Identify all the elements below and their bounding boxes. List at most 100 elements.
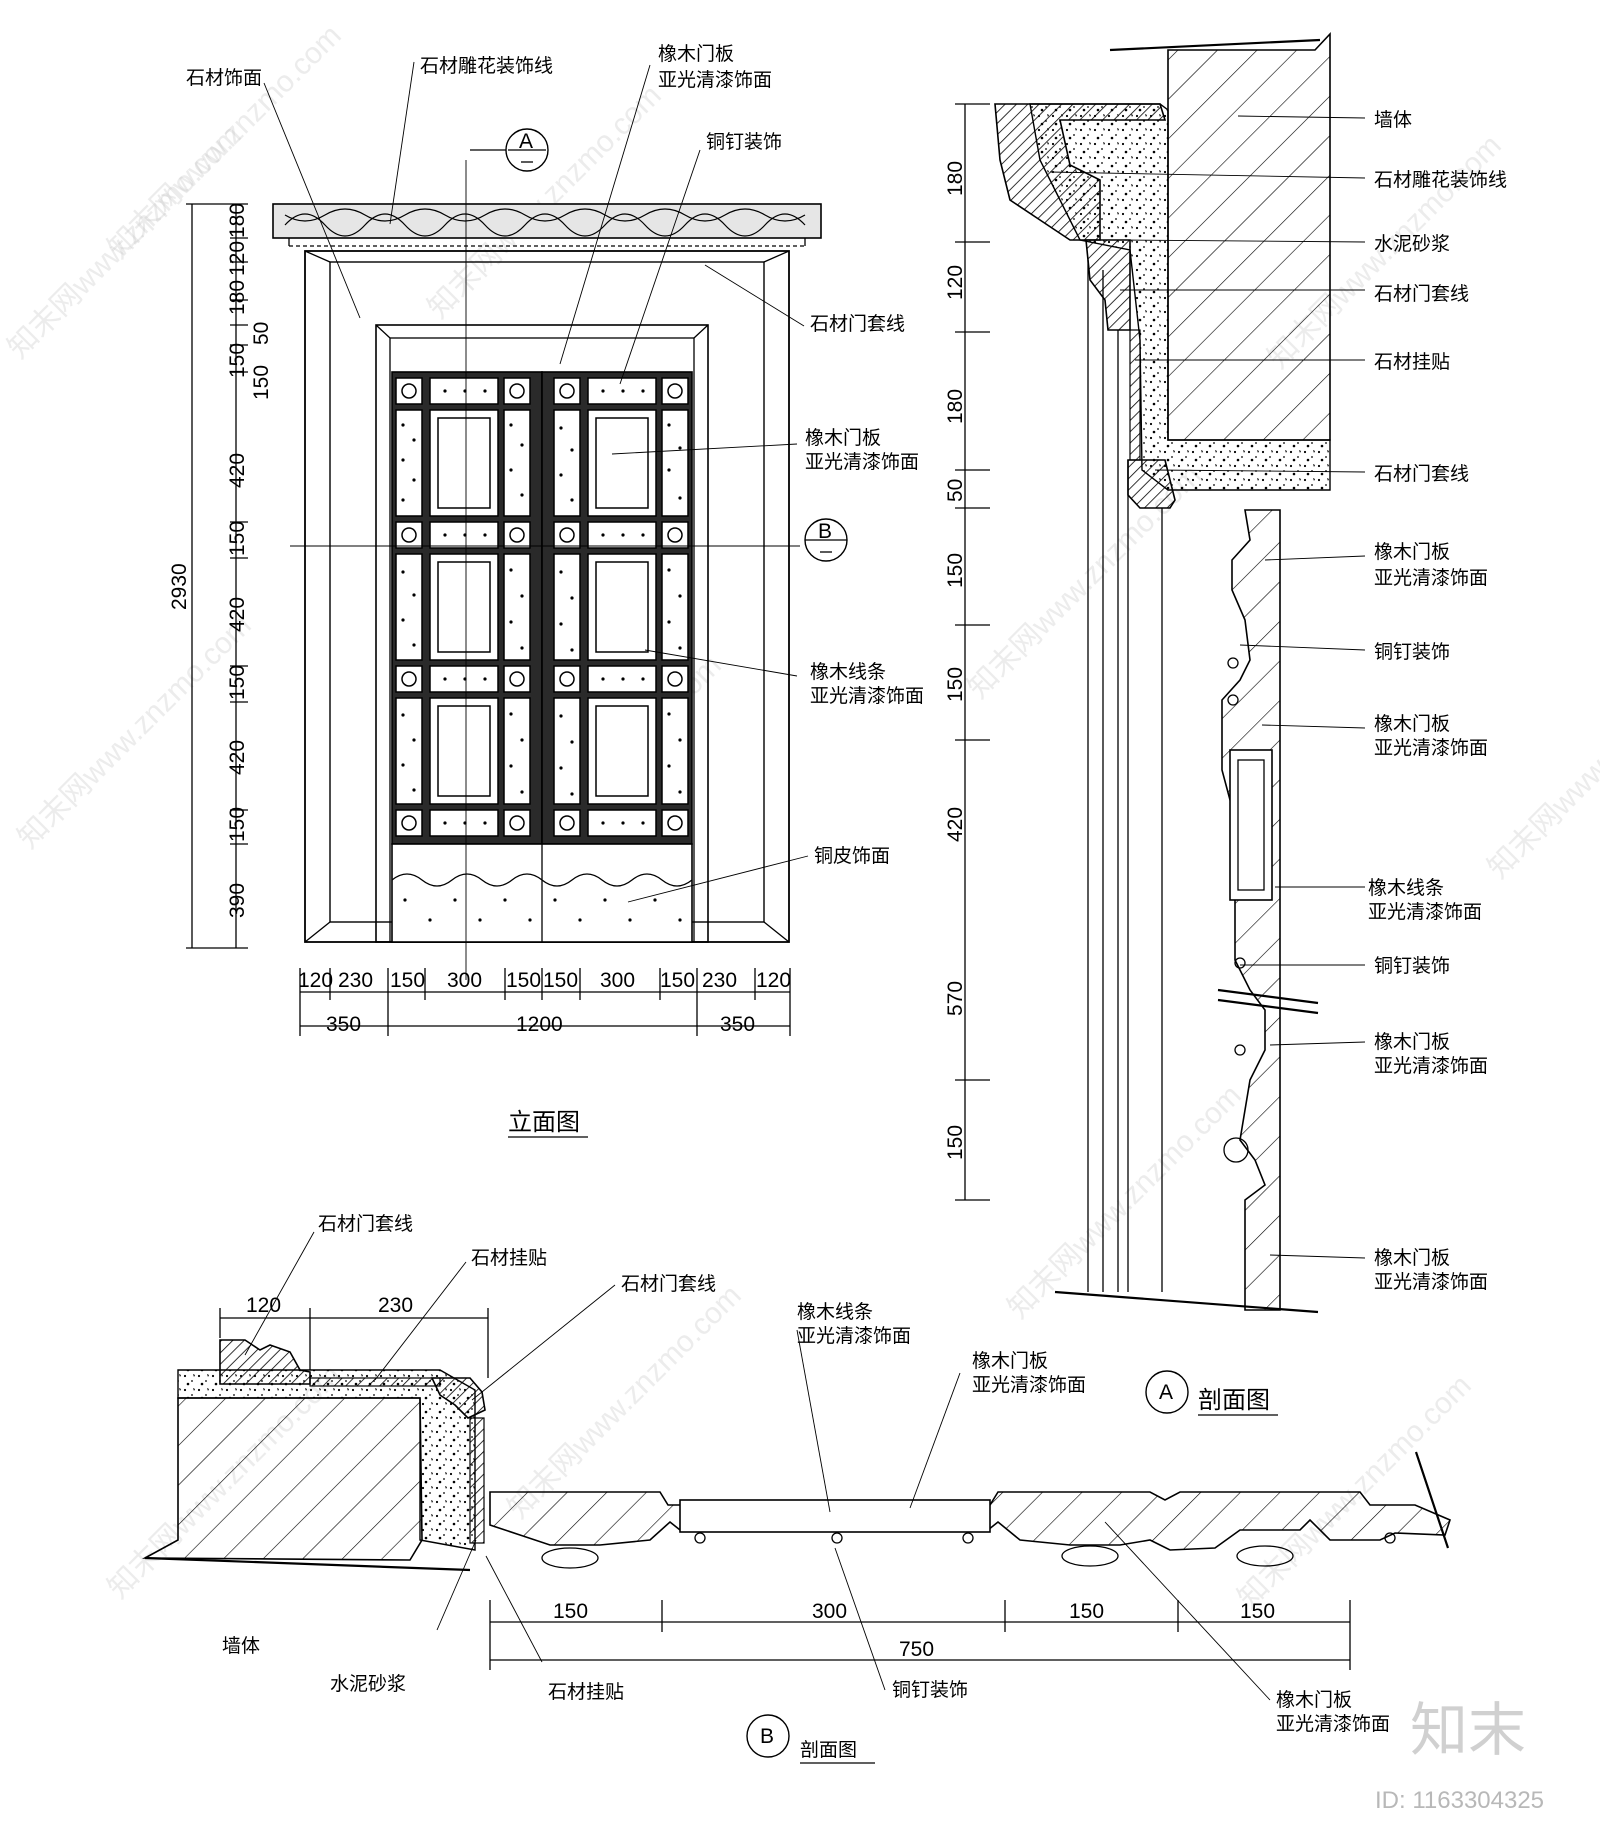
label-oak-panel-b1: 橡木门板: [805, 427, 881, 449]
section-b-mark-letter: B: [760, 1725, 774, 1748]
section-a-oak-strip: [1229, 749, 1273, 901]
copper-nail-dots: [401, 389, 682, 825]
label-b-wall: 墙体: [222, 1635, 260, 1657]
section-a-title-mark: A 剖面图: [1145, 1370, 1278, 1416]
label-a-stone-frame-1: 石材门套线: [1374, 283, 1469, 305]
label-a-carved-line: 石材雕花装饰线: [1374, 169, 1507, 191]
dim-left-4: 150: [226, 343, 249, 378]
label-a-oak-strip-b: 亚光清漆饰面: [1368, 901, 1482, 923]
dim-a-4: 150: [944, 553, 967, 588]
section-b-view: 石材门套线 石材挂贴 石材门套线 橡木线条 亚光清漆饰面 橡木门板 亚光清漆饰面…: [141, 1213, 1451, 1764]
label-copper-skin: 铜皮饰面: [814, 845, 890, 867]
label-oak-strip-1: 橡木线条: [810, 661, 886, 683]
dim-a-0: 180: [944, 161, 967, 196]
dim-bottom-9: 120: [756, 969, 791, 992]
dim-a-1: 120: [944, 265, 967, 300]
dim-total-height: 2930: [168, 563, 191, 610]
dim-a-5: 150: [944, 667, 967, 702]
elevation-bottom-dims: 120 230 150 300 150 150 300 150 230 120 …: [298, 968, 791, 1036]
section-mark-b-letter: B: [818, 520, 832, 543]
section-b-dims: 120 230 150 300 150 150 750: [219, 1294, 1351, 1670]
section-mark-a: A: [470, 128, 549, 172]
dim-a-6: 420: [944, 807, 967, 842]
id-watermark: ID: 1163304325: [1375, 1787, 1544, 1814]
label-a-oak-panel-4a: 橡木门板: [1374, 1247, 1450, 1269]
section-a-stone-hang: [1129, 329, 1141, 461]
watermark-text: 知末网www.znzmo.com: [502, 1279, 748, 1525]
dim-a-8: 150: [944, 1125, 967, 1160]
label-a-oak-panel-4b: 亚光清漆饰面: [1374, 1271, 1488, 1293]
dim-a-2: 180: [944, 389, 967, 424]
section-mark-a-letter: A: [519, 130, 533, 153]
section-a-mark-letter: A: [1159, 1381, 1173, 1404]
label-stone-frame: 石材门套线: [810, 313, 905, 335]
watermark-text: 知末网www.znzmo.com: [422, 79, 668, 325]
section-a-wall: [1167, 31, 1331, 441]
dim-b-total: 750: [899, 1638, 934, 1661]
dim-b-1: 300: [812, 1600, 847, 1623]
dim-left-9: 150: [226, 665, 249, 700]
section-a-door-profile: [1221, 509, 1281, 1311]
section-a-view: 墙体 石材雕花装饰线 水泥砂浆 石材门套线 石材挂贴 石材门套线 橡木门板 亚光…: [944, 31, 1507, 1416]
dim-bottom-3: 300: [447, 969, 482, 992]
label-a-oak-panel-3b: 亚光清漆饰面: [1374, 1055, 1488, 1077]
dim-b-3: 150: [1240, 1600, 1275, 1623]
dim-left-7: 150: [226, 521, 249, 556]
section-a-carved-line: [994, 103, 1167, 241]
label-b-stone-hang-1: 石材挂贴: [471, 1247, 547, 1269]
elevation-title: 立面图: [508, 1108, 580, 1136]
label-a-oak-panel-3a: 橡木门板: [1374, 1031, 1450, 1053]
dim-a-7: 570: [944, 981, 967, 1016]
label-b-copper-nail: 铜钉装饰: [892, 1679, 968, 1701]
label-a-stone-frame-2: 石材门套线: [1374, 463, 1469, 485]
watermark-text: 知末网www.znzmo.com: [1002, 1079, 1248, 1325]
section-b-stone-frame-top: [219, 1339, 311, 1385]
cornice-ornament: [284, 208, 806, 237]
label-a-oak-panel-1a: 橡木门板: [1374, 541, 1450, 563]
dim-left-0: 180: [226, 203, 249, 238]
section-b-leaders: [244, 1231, 1271, 1701]
section-b-rosettes: [541, 1532, 1396, 1569]
dim-bottom-1: 230: [338, 969, 373, 992]
section-b-title: 剖面图: [800, 1739, 857, 1761]
copper-skin-dots: [403, 898, 682, 922]
label-a-wall: 墙体: [1374, 109, 1412, 131]
label-oak-panel-b2: 亚光清漆饰面: [805, 451, 919, 473]
label-a-oak-panel-1b: 亚光清漆饰面: [1374, 567, 1488, 589]
section-b-title-mark: B 剖面图: [746, 1714, 875, 1764]
dim-b-top-1: 230: [378, 1294, 413, 1317]
section-mark-b: B: [804, 518, 848, 562]
dim-b-top-0: 120: [246, 1294, 281, 1317]
dim-left-8: 420: [226, 597, 249, 632]
label-a-stone-hang: 石材挂贴: [1374, 351, 1450, 373]
section-a-dims: 180 120 180 50 150 150 420 570 150: [944, 103, 990, 1201]
dim-b-2: 150: [1069, 1600, 1104, 1623]
rosette-row-4: [395, 809, 689, 837]
label-a-copper-nail-2: 铜钉装饰: [1374, 955, 1450, 977]
dim-left-2: 180: [226, 280, 249, 315]
dim-left-6: 420: [226, 453, 249, 488]
section-b-stone-frame-corner: [430, 1377, 486, 1419]
label-b-oak-strip-a: 橡木线条: [797, 1301, 873, 1323]
label-b-oak-panel-a: 橡木门板: [972, 1350, 1048, 1372]
label-carved-line: 石材雕花装饰线: [420, 55, 553, 77]
dim-left-12: 390: [226, 883, 249, 918]
section-a-leaders: [1049, 115, 1366, 1259]
watermark-text: 知末网www.znzmo.com: [1482, 639, 1600, 885]
watermark-text: 知末网www.znzmo.com: [12, 609, 258, 855]
dim-left-5: 150: [250, 365, 273, 400]
dim-bottom-6: 300: [600, 969, 635, 992]
dim-left-1: 120: [226, 241, 249, 276]
label-copper-nail: 铜钉装饰: [706, 131, 782, 153]
section-a-title: 剖面图: [1198, 1386, 1270, 1414]
dim-left-10: 420: [226, 740, 249, 775]
label-oak-panel-1: 橡木门板: [658, 43, 734, 65]
label-a-mortar: 水泥砂浆: [1374, 233, 1450, 255]
section-b-oak-strip: [679, 1499, 991, 1533]
section-b-stone-hang-side: [469, 1417, 485, 1544]
dim-bottom-row2-0: 350: [326, 1013, 361, 1036]
dim-a-3: 50: [944, 479, 967, 502]
label-b-stone-frame-2: 石材门套线: [621, 1273, 716, 1295]
label-oak-panel-2: 亚光清漆饰面: [658, 69, 772, 91]
